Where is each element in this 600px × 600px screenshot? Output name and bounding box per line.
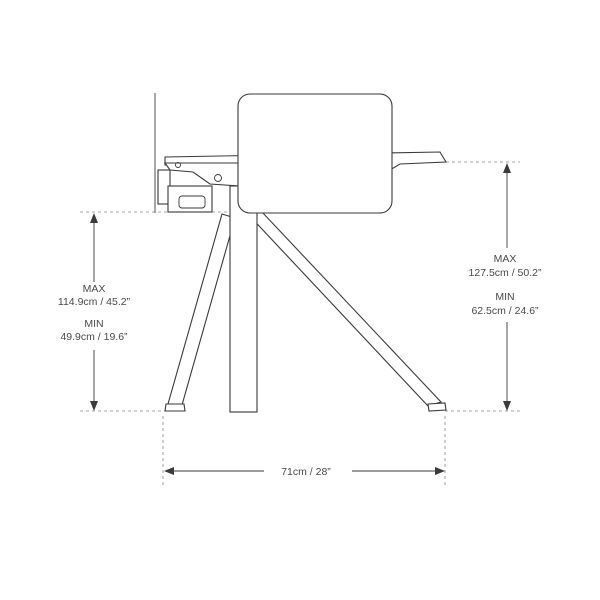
right-foot (427, 402, 447, 412)
right-max-value: 127.5cm / 50.2” (469, 267, 542, 279)
center-column (229, 185, 258, 413)
bracket-bolt-2 (175, 162, 181, 168)
right-arrow-down (503, 401, 511, 411)
mount-box-slot (178, 195, 206, 209)
right-max-label: MAX (494, 253, 517, 265)
width-value: 71cm / 28” (281, 466, 331, 478)
right-height-dimension: MAX 127.5cm / 50.2” MIN 62.5cm / 24.6” (469, 163, 542, 411)
left-max-label: MAX (83, 283, 106, 295)
width-arrow-right (435, 467, 445, 475)
right-arrow-up (503, 163, 511, 173)
desk-legs (164, 185, 447, 413)
screen-panel (237, 93, 393, 214)
left-max-value: 114.9cm / 45.2” (58, 296, 131, 308)
right-min-label: MIN (495, 291, 514, 303)
left-arrow-down (90, 401, 98, 411)
left-min-label: MIN (84, 318, 103, 330)
left-min-value: 49.9cm / 19.6” (60, 331, 128, 343)
bracket-bolt (214, 174, 222, 182)
left-height-dimension: MAX 114.9cm / 45.2” MIN 49.9cm / 19.6” (58, 213, 131, 411)
width-dimension: 71cm / 28” (164, 466, 445, 478)
left-foot (164, 403, 186, 412)
left-arrow-up (90, 213, 98, 223)
right-min-value: 62.5cm / 24.6” (471, 305, 539, 317)
left-splayed-leg (167, 213, 236, 406)
width-arrow-left (164, 467, 174, 475)
right-splayed-leg (244, 211, 443, 407)
